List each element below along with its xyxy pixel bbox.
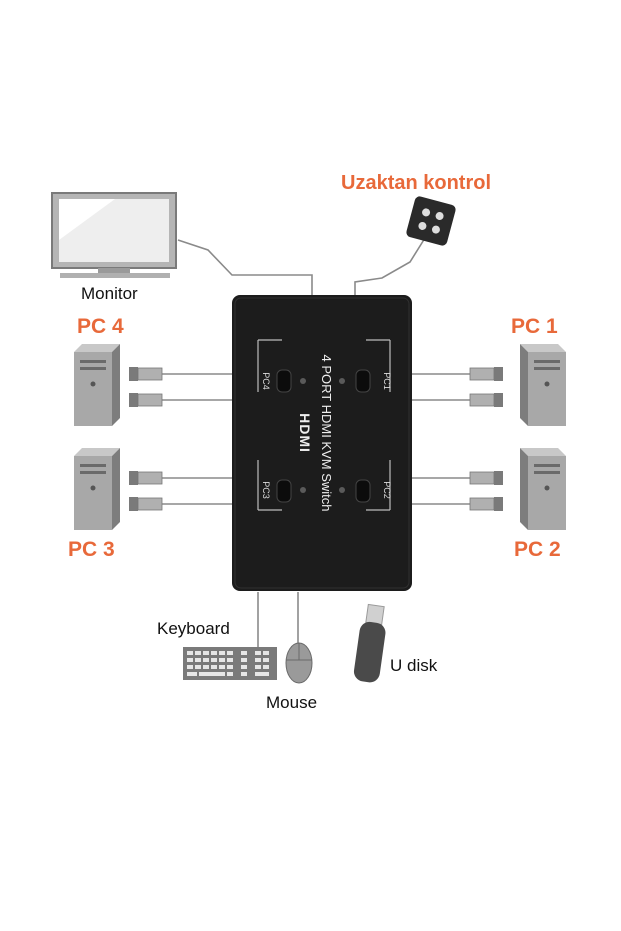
mouse-label: Mouse	[266, 693, 318, 712]
pc3-led	[300, 487, 306, 493]
pc4-label: PC 4	[77, 315, 124, 338]
usb-plugs	[129, 367, 503, 511]
remote-label: Uzaktan kontrol	[341, 172, 492, 194]
keyboard-icon	[183, 647, 277, 680]
keyboard-label: Keyboard	[157, 619, 230, 638]
pc3-tower	[74, 448, 120, 530]
pc3-button-label: PC3	[261, 481, 271, 499]
remote-control-icon	[406, 196, 456, 246]
pc2-led	[339, 487, 345, 493]
remote-cable	[354, 237, 426, 297]
monitor-cable	[177, 239, 313, 297]
switch-title: 4 PORT HDMI KVM Switch	[319, 355, 334, 512]
pc4-select-button[interactable]	[276, 369, 292, 393]
pc2-button-label: PC2	[382, 481, 392, 499]
udisk-label: U disk	[390, 656, 438, 675]
monitor-label: Monitor	[81, 284, 138, 303]
usb-plug-icon	[469, 367, 503, 511]
pc1-tower	[520, 344, 566, 426]
pc1-led	[339, 378, 345, 384]
pc4-led	[300, 378, 306, 384]
hdmi-logo: HDMI	[297, 413, 313, 453]
kvm-switch: PC4 PC1 PC3 PC2 HDMI 4 PORT HDMI KVM Swi…	[232, 295, 412, 591]
mouse-icon	[285, 642, 313, 684]
pc2-tower	[520, 448, 566, 530]
usb-drive-icon	[353, 603, 386, 683]
pc1-label: PC 1	[511, 315, 558, 338]
pc3-select-button[interactable]	[276, 479, 292, 503]
computer-tower-icon	[74, 344, 566, 530]
pc2-select-button[interactable]	[355, 479, 371, 503]
pc3-label: PC 3	[68, 538, 115, 561]
pc4-tower	[74, 344, 120, 426]
pc1-button-label: PC1	[382, 372, 392, 390]
pc1-select-button[interactable]	[355, 369, 371, 393]
monitor-icon	[51, 192, 177, 278]
pc4-button-label: PC4	[261, 372, 271, 390]
pc2-label: PC 2	[514, 538, 561, 561]
cables	[162, 237, 470, 648]
usb-plug-icon	[129, 367, 163, 511]
